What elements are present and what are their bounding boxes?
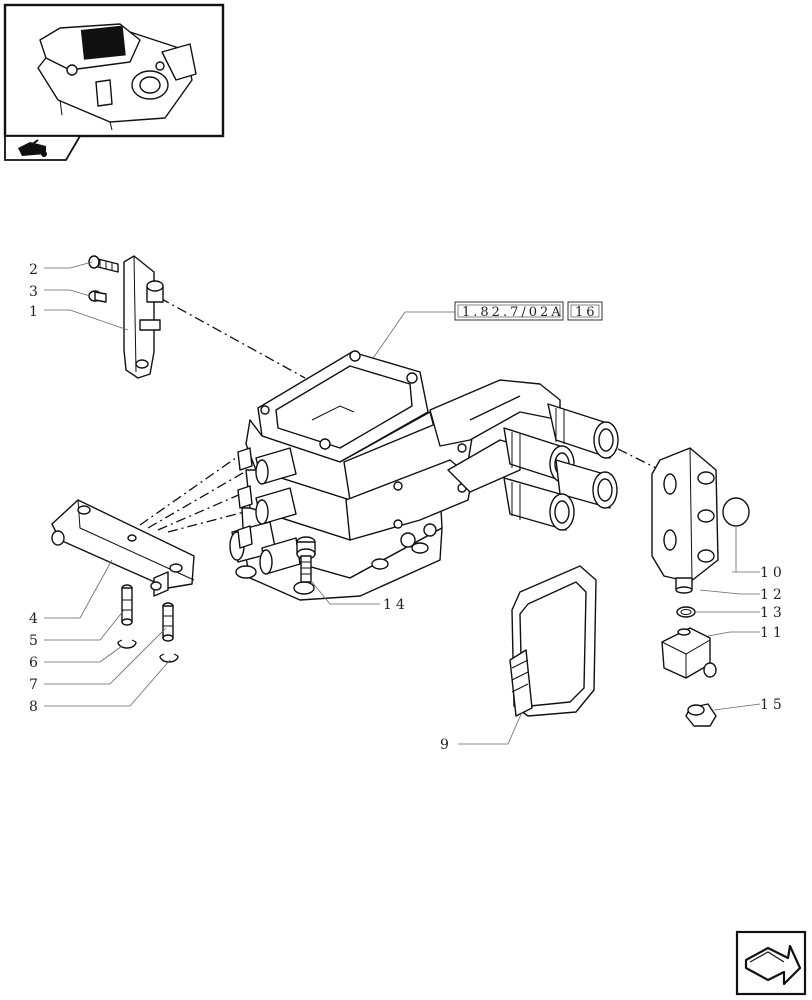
clip-part-8[interactable] [159,653,179,663]
callout-2[interactable]: 2 [29,262,42,278]
callout-14[interactable]: 14 [383,597,409,613]
callout-10[interactable]: 10 [760,565,786,581]
callout-7[interactable]: 7 [29,677,42,693]
bolt-part-2[interactable] [88,255,119,273]
callout-3[interactable]: 3 [29,284,42,300]
stud-bolt-part-14[interactable] [296,536,316,583]
callout-8[interactable]: 8 [29,699,42,715]
bracket-part-1[interactable] [123,255,164,379]
callout-13[interactable]: 13 [760,605,786,621]
reference-leader [364,311,455,371]
callout-4[interactable]: 4 [29,611,42,627]
o-ring-part-13[interactable] [676,606,696,618]
callout-6[interactable]: 6 [29,655,42,671]
pin-part-5[interactable] [121,584,133,626]
callout-9[interactable]: 9 [440,737,453,753]
callout-1[interactable]: 1 [29,304,42,320]
screw-part-3[interactable] [88,290,107,303]
gasket-part-9[interactable] [509,565,597,717]
cap-part-10[interactable] [722,497,750,527]
thumbnail-frame[interactable] [3,3,225,138]
valve-assembly-thumbnail-icon [37,23,197,131]
next-page-button[interactable] [735,930,807,996]
lever-plate-part-4[interactable] [51,499,195,597]
plug-part-15[interactable] [685,703,717,727]
leader-lines [44,261,761,745]
control-valve-assembly[interactable] [229,350,473,601]
callout-11[interactable]: 11 [760,625,786,641]
reference-code: 1.82.7/02A [462,305,564,320]
next-page-arrow-icon [744,944,802,986]
clip-part-6[interactable] [117,639,137,649]
fitting-part-11[interactable] [661,627,717,679]
reference-box[interactable]: 1.82.7/02A 16 [454,301,603,321]
callout-5[interactable]: 5 [29,633,42,649]
tractor-section-icon [18,139,47,157]
reference-page: 16 [575,305,598,320]
pin-part-7[interactable] [162,602,174,642]
callout-labels: 2 3 1 4 5 6 7 8 9 10 11 12 13 14 15 [29,262,786,753]
callout-15[interactable]: 15 [760,697,786,713]
callout-12[interactable]: 12 [760,587,786,603]
end-cover-part-12[interactable] [651,447,719,594]
quick-coupler-pipes[interactable] [429,379,619,531]
section-tab[interactable] [4,135,82,161]
assembly-center-lines [139,297,661,533]
